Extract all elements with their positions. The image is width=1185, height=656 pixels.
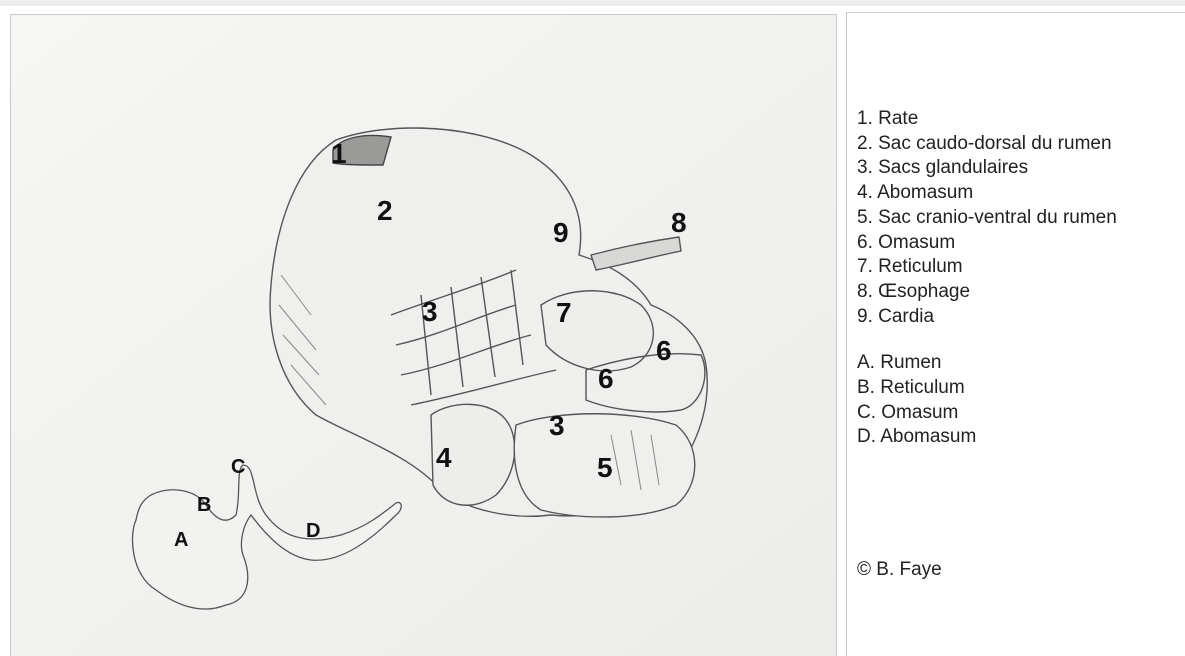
label-7: 7 [556, 297, 572, 328]
legend-cell: 1. Rate 2. Sac caudo-dorsal du rumen 3. … [846, 12, 1185, 656]
legend-item-1: 1. Rate [857, 107, 1117, 132]
label-4: 4 [436, 442, 452, 473]
label-C: C [231, 456, 245, 478]
label-6-center: 6 [598, 363, 614, 394]
legend-item-B: B. Reticulum [857, 376, 1117, 401]
label-B: B [197, 494, 211, 516]
legend-gap [857, 329, 1117, 351]
top-rule [0, 0, 1185, 6]
legend-item-6: 6. Omasum [857, 231, 1117, 256]
drawing-cell: 1 2 3 3 4 5 6 6 7 8 9 A B C D [10, 14, 837, 656]
label-8: 8 [671, 207, 687, 238]
label-D: D [306, 520, 320, 542]
label-5: 5 [597, 452, 613, 483]
legend-list: 1. Rate 2. Sac caudo-dorsal du rumen 3. … [857, 107, 1117, 450]
label-9: 9 [553, 217, 569, 248]
legend-item-3: 3. Sacs glandulaires [857, 156, 1117, 181]
legend-item-C: C. Omasum [857, 401, 1117, 426]
legend-item-4: 4. Abomasum [857, 181, 1117, 206]
label-3-lower: 3 [549, 410, 565, 441]
legend-item-8: 8. Œsophage [857, 280, 1117, 305]
label-1: 1 [331, 138, 347, 169]
stomach-drawing: 1 2 3 3 4 5 6 6 7 8 9 A B C D [11, 15, 836, 656]
legend-item-9: 9. Cardia [857, 305, 1117, 330]
label-2: 2 [377, 195, 393, 226]
label-A: A [174, 529, 188, 551]
copyright: © B. Faye [857, 559, 942, 581]
label-6-right: 6 [656, 335, 672, 366]
legend-item-5: 5. Sac cranio-ventral du rumen [857, 206, 1117, 231]
legend-item-A: A. Rumen [857, 351, 1117, 376]
legend-item-D: D. Abomasum [857, 425, 1117, 450]
legend-item-2: 2. Sac caudo-dorsal du rumen [857, 132, 1117, 157]
label-3-upper: 3 [422, 296, 438, 327]
legend-item-7: 7. Reticulum [857, 255, 1117, 280]
